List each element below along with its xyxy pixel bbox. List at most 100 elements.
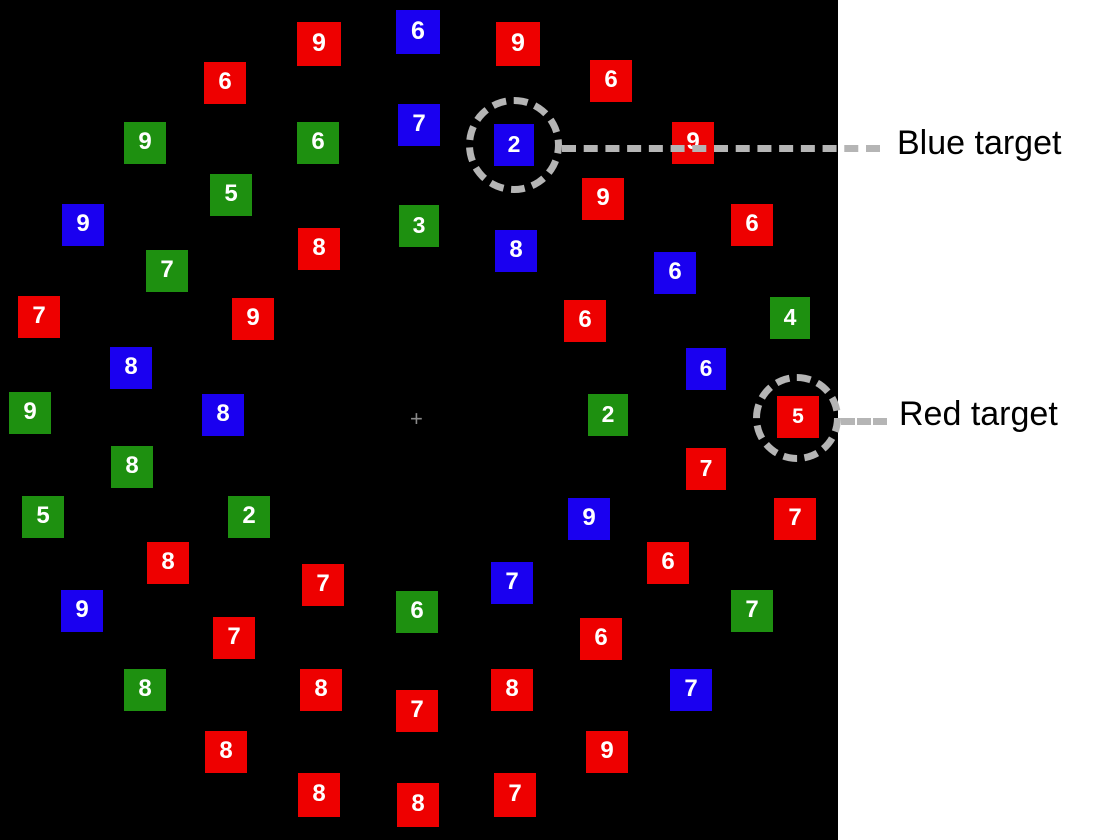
stimulus-square[interactable]: 8 [124,669,166,711]
stimulus-square[interactable]: 9 [124,122,166,164]
stimulus-square[interactable]: 9 [568,498,610,540]
stimulus-square[interactable]: 8 [298,773,340,817]
stimulus-square[interactable]: 8 [110,347,152,389]
stimulus-square[interactable]: 6 [590,60,632,102]
stimulus-digit: 6 [411,16,425,45]
stimulus-square[interactable]: 7 [670,669,712,711]
stimulus-square[interactable]: 8 [300,669,342,711]
stimulus-square[interactable]: 7 [146,250,188,292]
stimulus-square[interactable]: 9 [62,204,104,246]
stimulus-square[interactable]: 5 [210,174,252,216]
stimulus-square[interactable]: 7 [398,104,440,146]
stimulus-digit: 6 [578,306,592,333]
stimulus-digit: 7 [160,256,174,283]
stimulus-digit: 6 [218,68,232,95]
red-target-leader-line [841,418,887,425]
stimulus-square[interactable]: 8 [298,228,340,270]
stimulus-digit: 8 [219,737,233,764]
stimulus-digit: 8 [509,236,523,263]
stimulus-square[interactable]: 6 [654,252,696,294]
stimulus-square[interactable]: 8 [495,230,537,272]
fixation-cross-icon: + [410,406,423,431]
stimulus-digit: 9 [246,304,260,331]
stimulus-square[interactable]: 8 [491,669,533,711]
stimulus-square[interactable]: 7 [396,690,438,732]
stimulus-digit: 7 [684,675,698,702]
stimulus-digit: 7 [508,780,522,807]
stimulus-digit: 9 [312,28,326,57]
stimulus-square[interactable]: 7 [213,617,255,659]
stimulus-square[interactable]: 9 [232,298,274,340]
stimulus-square[interactable]: 2 [228,496,270,538]
stimulus-digit: 9 [600,737,614,764]
stimulus-square[interactable]: 9 [297,22,341,66]
stimulus-square[interactable]: 8 [397,783,439,827]
stimulus-square[interactable]: 7 [302,564,344,606]
stimulus-square[interactable]: 6 [396,10,440,54]
stimulus-digit: 8 [138,675,152,702]
stimulus-digit: 6 [410,597,424,624]
stimulus-digit: 7 [227,623,241,650]
stimulus-square[interactable]: 7 [686,448,726,490]
stimulus-digit: 5 [224,180,238,207]
stimulus-square[interactable]: 3 [399,205,439,247]
stimulus-square[interactable]: 7 [491,562,533,604]
stimulus-square[interactable]: 6 [396,591,438,633]
stimulus-square[interactable]: 2 [588,394,628,436]
stimulus-square[interactable]: 7 [731,590,773,632]
stimulus-square[interactable]: 6 [564,300,606,342]
stimulus-square[interactable]: 8 [205,731,247,773]
stimulus-digit: 2 [242,502,256,529]
stimulus-square[interactable]: 9 [582,178,624,220]
stimulus-square[interactable]: 8 [111,446,153,488]
stimulus-square[interactable]: 7 [774,498,816,540]
stimulus-digit: 6 [604,66,618,93]
stimulus-digit: 8 [505,675,519,702]
stimulus-square[interactable]: 6 [204,62,246,104]
stimulus-square[interactable]: 7 [494,773,536,817]
blue-target-leader-line [562,145,880,152]
stimulus-digit: 8 [124,353,138,380]
stimulus-square[interactable]: 7 [18,296,60,338]
red-target-ring [753,374,841,462]
stimulus-square[interactable]: 4 [770,297,810,339]
stimulus-square[interactable]: 9 [672,122,714,164]
stimulus-digit: 8 [411,790,425,817]
stimulus-digit: 6 [699,354,713,381]
stimulus-digit: 3 [412,211,426,238]
stimulus-digit: 6 [311,128,325,155]
stimulus-digit: 4 [783,303,797,330]
stimulus-square[interactable]: 9 [496,22,540,66]
stimulus-square[interactable]: 8 [202,394,244,436]
stimulus-square[interactable]: 6 [647,542,689,584]
stimulus-digit: 9 [596,184,610,211]
stimulus-square[interactable]: 9 [9,392,51,434]
stimulus-digit: 7 [788,504,802,531]
stimulus-digit: 7 [316,570,330,597]
stimulus-digit: 9 [23,398,37,425]
stimulus-square[interactable]: 6 [580,618,622,660]
stimulus-digit: 9 [511,28,525,57]
stimulus-digit: 8 [314,675,328,702]
stimulus-digit: 7 [32,302,46,329]
stimulus-digit: 6 [745,210,759,237]
stimulus-digit: 6 [661,548,675,575]
stimulus-digit: 8 [125,452,139,479]
stimulus-square[interactable]: 8 [147,542,189,584]
stimulus-digit: 7 [699,454,713,481]
red-target-label: Red target [899,395,1058,433]
stimulus-square[interactable]: 6 [686,348,726,390]
stimulus-digit: 8 [312,234,326,261]
blue-target-ring [466,97,562,193]
stimulus-digit: 7 [505,568,519,595]
stimulus-digit: 8 [161,548,175,575]
stimulus-digit: 7 [410,696,424,723]
stimulus-digit: 6 [594,624,608,651]
stimulus-square[interactable]: 6 [297,122,339,164]
stimulus-square[interactable]: 9 [61,590,103,632]
stimulus-square[interactable]: 9 [586,731,628,773]
stimulus-square[interactable]: 5 [22,496,64,538]
stimulus-square[interactable]: 6 [731,204,773,246]
